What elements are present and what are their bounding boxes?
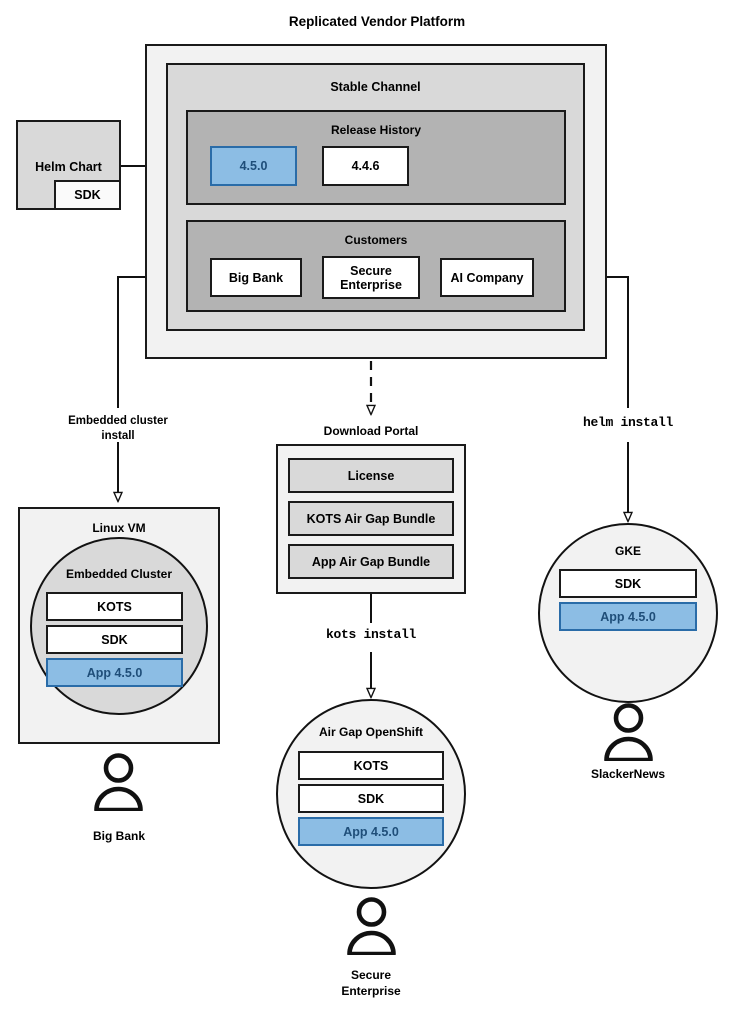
user-avatar-secure-enterprise — [347, 897, 396, 955]
release-item-446[interactable]: 4.4.6 — [322, 146, 409, 186]
edge-label-embedded-cluster-install: Embedded cluster install — [68, 415, 168, 442]
release-item-450[interactable]: 4.5.0 — [210, 146, 297, 186]
customer-big-bank[interactable]: Big Bank — [210, 258, 302, 297]
download-portal-artifact-license[interactable]: License — [288, 458, 454, 493]
embedded-cluster-title: Embedded Cluster — [65, 567, 173, 581]
linux-vm-title: Linux VM — [92, 521, 146, 535]
helm-chart-sdk-box[interactable]: SDK — [54, 180, 121, 210]
user-avatar-slackernews — [604, 703, 653, 761]
stable-channel-title: Stable Channel — [330, 80, 421, 94]
gke-component-app[interactable]: App 4.5.0 — [559, 602, 697, 631]
customers-title: Customers — [344, 233, 408, 247]
airgap-component-sdk[interactable]: SDK — [298, 784, 444, 813]
user-label-secure-enterprise: Secure Enterprise — [341, 968, 401, 999]
download-portal-artifact-app-airgap-bundle[interactable]: App Air Gap Bundle — [288, 544, 454, 579]
customer-secure-enterprise[interactable]: Secure Enterprise — [322, 256, 420, 299]
customer-ai-company[interactable]: AI Company — [440, 258, 534, 297]
edge-label-kots-install: kots install — [325, 627, 416, 642]
linux-vm-component-sdk[interactable]: SDK — [46, 625, 183, 654]
gke-component-sdk[interactable]: SDK — [559, 569, 697, 598]
release-history-title: Release History — [330, 123, 422, 137]
download-portal-artifact-kots-airgap-bundle[interactable]: KOTS Air Gap Bundle — [288, 501, 454, 536]
user-label-big-bank: Big Bank — [92, 829, 145, 843]
airgap-openshift-title: Air Gap OpenShift — [318, 725, 423, 739]
edge-label-helm-install: helm install — [582, 415, 673, 430]
page-title: Replicated Vendor Platform — [288, 14, 466, 29]
airgap-component-kots[interactable]: KOTS — [298, 751, 444, 780]
linux-vm-component-kots[interactable]: KOTS — [46, 592, 183, 621]
helm-chart-label: Helm Chart — [35, 160, 102, 174]
airgap-component-app[interactable]: App 4.5.0 — [298, 817, 444, 846]
linux-vm-component-app[interactable]: App 4.5.0 — [46, 658, 183, 687]
gke-title: GKE — [614, 544, 641, 558]
download-portal-title: Download Portal — [323, 424, 419, 438]
user-label-slackernews: SlackerNews — [590, 767, 666, 781]
user-avatar-big-bank — [94, 753, 143, 811]
